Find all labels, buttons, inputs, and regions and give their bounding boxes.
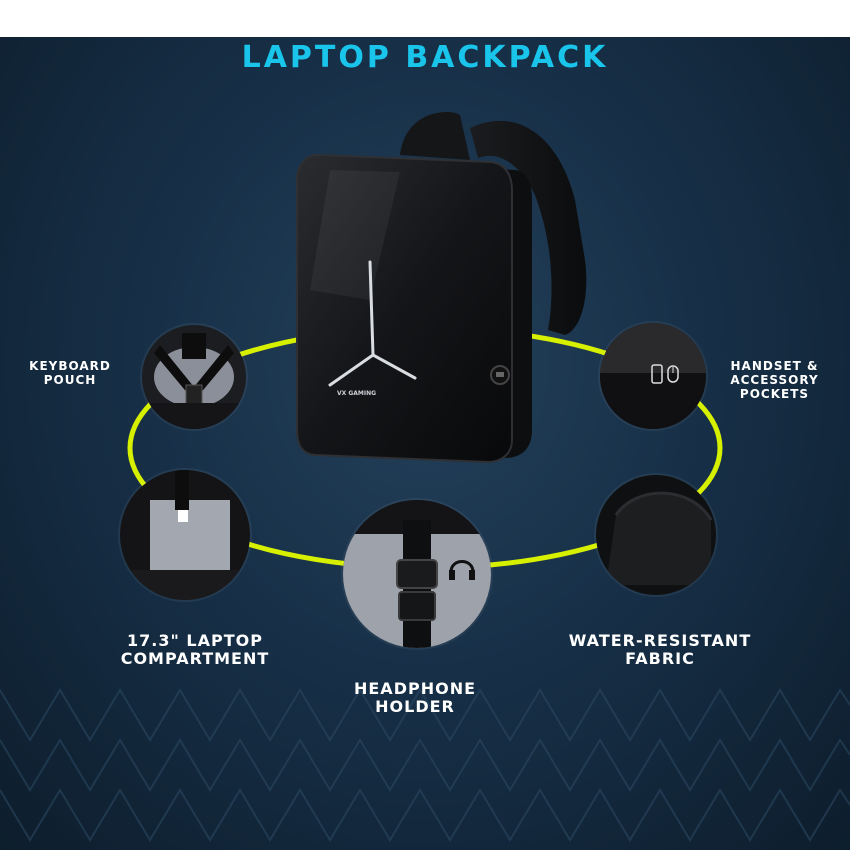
page-title: LAPTOP BACKPACK bbox=[241, 40, 609, 75]
headphone-icon bbox=[449, 560, 475, 580]
brand-text: VX GAMING bbox=[337, 390, 377, 397]
water-resistant-label: WATER-RESISTANT FABRIC bbox=[568, 631, 752, 669]
headphone-holder-label: HEADPHONE HOLDER bbox=[353, 679, 477, 717]
handset-pocket-photo bbox=[600, 323, 706, 429]
headphone-holder-photo bbox=[343, 500, 491, 648]
water-resistant-fabric-photo bbox=[596, 475, 716, 595]
keyboard-pouch-label: KEYBOARD POUCH bbox=[29, 359, 111, 387]
handset-pockets-label: HANDSET & ACCESSORY POCKETS bbox=[730, 359, 819, 401]
laptop-compartment-label: 17.3" LAPTOP COMPARTMENT bbox=[120, 631, 270, 669]
mouse-icon bbox=[667, 365, 679, 383]
phone-icon bbox=[651, 364, 663, 384]
laptop-compartment-photo bbox=[120, 470, 250, 600]
usb-port-icon bbox=[490, 365, 510, 385]
keyboard-pouch-photo bbox=[142, 325, 246, 429]
